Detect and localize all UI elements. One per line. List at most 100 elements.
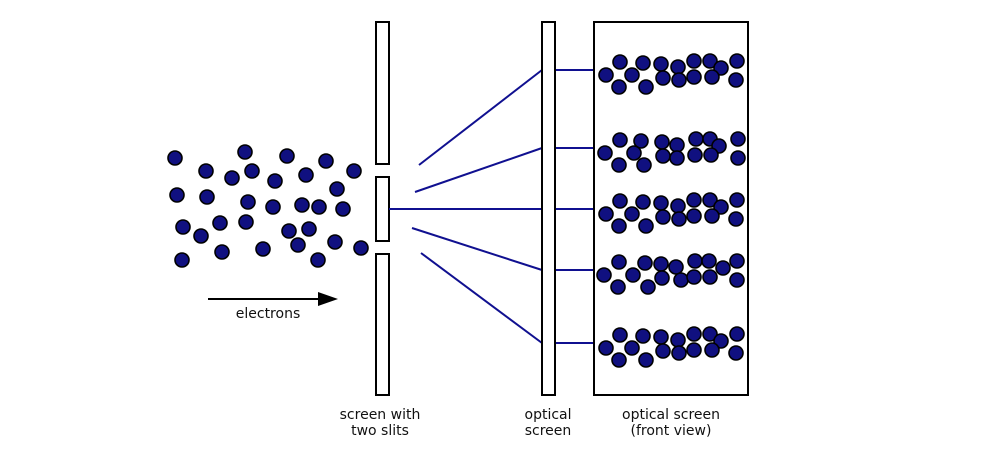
fringe-dot xyxy=(686,69,702,85)
beam-line xyxy=(411,227,543,271)
fringe-dot xyxy=(671,345,687,361)
fringe-dot xyxy=(655,209,671,225)
fringe-dot xyxy=(730,131,746,147)
electron-dot xyxy=(244,163,260,179)
electron-dot xyxy=(301,221,317,237)
fringe-dot xyxy=(640,279,656,295)
fringe-dot xyxy=(597,145,613,161)
fringe-dot xyxy=(653,195,669,211)
fringe-dot xyxy=(653,256,669,272)
fringe-dot xyxy=(702,192,718,208)
fringe-dot xyxy=(653,56,669,72)
direction-arrow xyxy=(208,292,338,306)
fringe-dot xyxy=(610,279,626,295)
fringe-dot xyxy=(704,342,720,358)
slit-barrier-bottom xyxy=(375,253,390,396)
beam-line xyxy=(414,147,543,193)
fringe-dot xyxy=(655,343,671,359)
electron-dot xyxy=(327,234,343,250)
fringe-dot xyxy=(611,254,627,270)
fringe-dot xyxy=(669,150,685,166)
fringe-dot xyxy=(686,326,702,342)
fringe-dot xyxy=(598,206,614,222)
fringe-dot xyxy=(654,270,670,286)
electron-dot xyxy=(169,187,185,203)
fringe-dot xyxy=(626,145,642,161)
electron-dot xyxy=(214,244,230,260)
fringe-dot xyxy=(655,70,671,86)
electron-dot xyxy=(311,199,327,215)
fringe-dot xyxy=(612,132,628,148)
slit-screen xyxy=(375,21,390,396)
fringe-dot xyxy=(729,192,745,208)
electron-dot xyxy=(193,228,209,244)
electron-dot xyxy=(199,189,215,205)
fringe-dot xyxy=(670,59,686,75)
fringe-dot xyxy=(704,208,720,224)
optical-screen-side xyxy=(541,21,556,396)
fringe-dot xyxy=(670,332,686,348)
fringe-dot xyxy=(668,259,684,275)
electron-dot xyxy=(255,241,271,257)
fringe-dot xyxy=(671,211,687,227)
fringe-dot xyxy=(611,218,627,234)
electron-dot xyxy=(279,148,295,164)
fringe-dot xyxy=(624,206,640,222)
beam-line xyxy=(420,252,543,344)
fringe-dot xyxy=(611,352,627,368)
electron-dot xyxy=(212,215,228,231)
electrons-label: electrons xyxy=(236,306,300,322)
electron-dot xyxy=(238,214,254,230)
fringe-dot xyxy=(655,148,671,164)
fringe-dot xyxy=(633,133,649,149)
fringe-dot xyxy=(598,67,614,83)
fringe-dot xyxy=(729,253,745,269)
beam-line xyxy=(418,69,543,166)
fringe-dot xyxy=(635,55,651,71)
fringe-dot xyxy=(653,329,669,345)
fringe-dot xyxy=(702,326,718,342)
electron-dot xyxy=(174,252,190,268)
fringe-dot xyxy=(702,53,718,69)
fringe-dot xyxy=(635,194,651,210)
electron-dot xyxy=(198,163,214,179)
electron-dot xyxy=(240,194,256,210)
fringe-dot xyxy=(611,79,627,95)
fringe-dot xyxy=(728,211,744,227)
electron-dot xyxy=(335,201,351,217)
fringe-dot xyxy=(730,150,746,166)
electron-dot xyxy=(346,163,362,179)
fringe-dot xyxy=(687,147,703,163)
fringe-dot xyxy=(598,340,614,356)
fringe-dot xyxy=(686,53,702,69)
electron-dot xyxy=(175,219,191,235)
fringe-dot xyxy=(715,260,731,276)
slit-barrier-middle xyxy=(375,176,390,242)
fringe-dot xyxy=(702,269,718,285)
fringe-dot xyxy=(669,137,685,153)
fringe-dot xyxy=(596,267,612,283)
electron-dot xyxy=(281,223,297,239)
fringe-dot xyxy=(624,67,640,83)
fringe-dot xyxy=(729,53,745,69)
electron-dot xyxy=(237,144,253,160)
electron-dot xyxy=(294,197,310,213)
electron-dot xyxy=(167,150,183,166)
fringe-dot xyxy=(638,79,654,95)
electron-dot xyxy=(353,240,369,256)
fringe-dot xyxy=(638,352,654,368)
fringe-dot xyxy=(728,345,744,361)
front-view-label-line2: (front view) xyxy=(631,423,712,439)
slit-barrier-top xyxy=(375,21,390,165)
fringe-dot xyxy=(612,54,628,70)
fringe-dot xyxy=(673,272,689,288)
fringe-dot xyxy=(686,208,702,224)
fringe-dot xyxy=(686,269,702,285)
fringe-dot xyxy=(686,192,702,208)
electron-dot xyxy=(224,170,240,186)
fringe-dot xyxy=(703,147,719,163)
optical-screen-label-line2: screen xyxy=(525,423,572,439)
fringe-dot xyxy=(687,253,703,269)
